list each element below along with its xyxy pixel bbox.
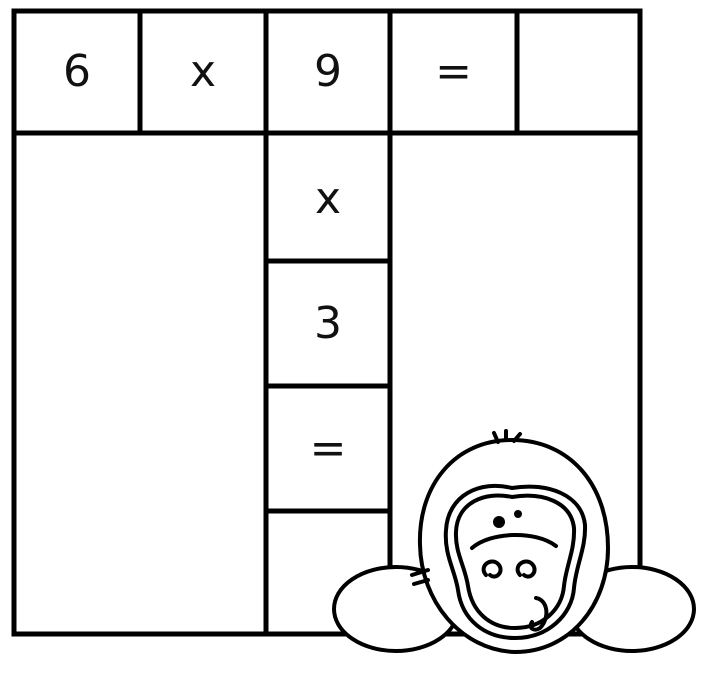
gorilla-face-icon — [0, 0, 704, 681]
